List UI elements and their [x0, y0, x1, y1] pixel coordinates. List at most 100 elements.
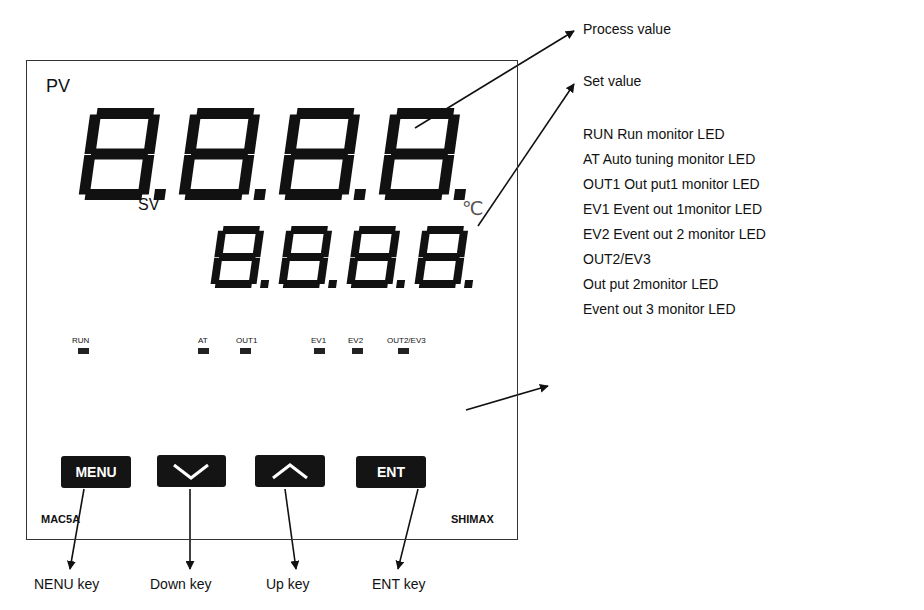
decimal-point — [328, 280, 337, 288]
key-button: ENT — [356, 456, 426, 488]
segment — [190, 149, 248, 160]
brand-label: SHIMAX — [451, 513, 494, 526]
segment — [85, 189, 143, 200]
annotation: Event out 3 monitor LED — [583, 301, 736, 317]
led — [398, 348, 409, 354]
segment — [196, 108, 254, 119]
decimal-point — [254, 189, 267, 200]
digit — [278, 108, 377, 200]
segment — [279, 155, 296, 194]
segment — [243, 115, 260, 154]
up-key — [255, 455, 325, 487]
leader-arrow — [70, 489, 84, 569]
segment — [384, 115, 401, 154]
segment — [423, 253, 461, 261]
decimal-point — [354, 189, 367, 200]
segment — [138, 155, 155, 194]
digit — [378, 108, 477, 200]
key-caption: Up key — [266, 576, 310, 592]
annotation: Set value — [583, 73, 641, 89]
segment — [90, 149, 148, 160]
segment — [222, 226, 260, 234]
led-label: EV1 — [311, 336, 326, 345]
leader-arrow — [398, 489, 418, 569]
segment — [358, 226, 396, 234]
annotation: EV2 Event out 2 monitor LED — [583, 226, 766, 242]
led-label: OUT2/EV3 — [387, 336, 426, 345]
down-key — [157, 455, 226, 487]
segment — [96, 108, 154, 119]
segment — [338, 155, 355, 194]
segment — [438, 155, 455, 194]
key-button: MENU — [61, 456, 131, 488]
segment — [287, 253, 325, 261]
annotation: OUT1 Out put1 monitor LED — [583, 176, 760, 192]
segment — [84, 115, 101, 154]
leader-arrow — [189, 489, 191, 569]
segment — [443, 115, 460, 154]
digit — [78, 108, 177, 200]
segment — [279, 258, 291, 284]
leader-arrow — [415, 31, 574, 128]
segment — [184, 115, 201, 154]
led — [314, 348, 325, 354]
down-chevron — [174, 465, 208, 478]
segment — [285, 189, 343, 200]
segment — [238, 155, 255, 194]
decimal-point — [464, 280, 473, 288]
led — [240, 348, 251, 354]
decimal-point — [396, 280, 405, 288]
segment — [296, 108, 354, 119]
segment — [351, 280, 389, 288]
led-label: OUT1 — [236, 336, 257, 345]
segment — [419, 280, 457, 288]
segment — [426, 226, 464, 234]
segment — [290, 226, 328, 234]
segment — [385, 189, 443, 200]
annotation: AT Auto tuning monitor LED — [583, 151, 755, 167]
seven-segment-display — [78, 108, 481, 288]
segment — [179, 155, 196, 194]
segment — [215, 280, 253, 288]
leader-arrow — [478, 84, 574, 226]
led-label: EV2 — [348, 336, 363, 345]
key-caption: NENU key — [34, 576, 99, 592]
brand-label: MAC5A — [41, 513, 80, 526]
led — [198, 348, 209, 354]
key-caption: Down key — [150, 576, 211, 592]
annotation: EV1 Event out 1monitor LED — [583, 201, 762, 217]
key-caption: ENT key — [372, 576, 425, 592]
leader-arrow — [466, 386, 548, 410]
digit — [346, 226, 413, 288]
controller-panel: MAC5A SHIMAX MENU ENT — [26, 60, 518, 540]
arrow-keys — [157, 455, 325, 487]
segment — [211, 258, 223, 284]
digit — [414, 226, 481, 288]
decimal-point — [260, 280, 269, 288]
annotation: RUN Run monitor LED — [583, 126, 725, 142]
segment — [79, 155, 96, 194]
segment — [415, 258, 427, 284]
leader-arrow — [285, 489, 296, 569]
segment — [343, 115, 360, 154]
digit — [278, 226, 345, 288]
led-row — [78, 348, 409, 354]
led-label: RUN — [72, 336, 89, 345]
digit — [210, 226, 277, 288]
led — [352, 348, 363, 354]
annotation: OUT2/EV3 — [583, 251, 651, 267]
digit — [178, 108, 277, 200]
unit-symbol: ℃ — [462, 198, 483, 220]
segment — [143, 115, 160, 154]
segment — [355, 253, 393, 261]
key-label: ENT — [377, 464, 405, 480]
up-chevron — [273, 465, 307, 478]
annotation: Process value — [583, 21, 671, 37]
led — [78, 348, 89, 354]
annotation: Out put 2monitor LED — [583, 276, 718, 292]
segment — [379, 155, 396, 194]
led-label: AT — [198, 336, 208, 345]
segment — [219, 253, 257, 261]
segment — [283, 280, 321, 288]
